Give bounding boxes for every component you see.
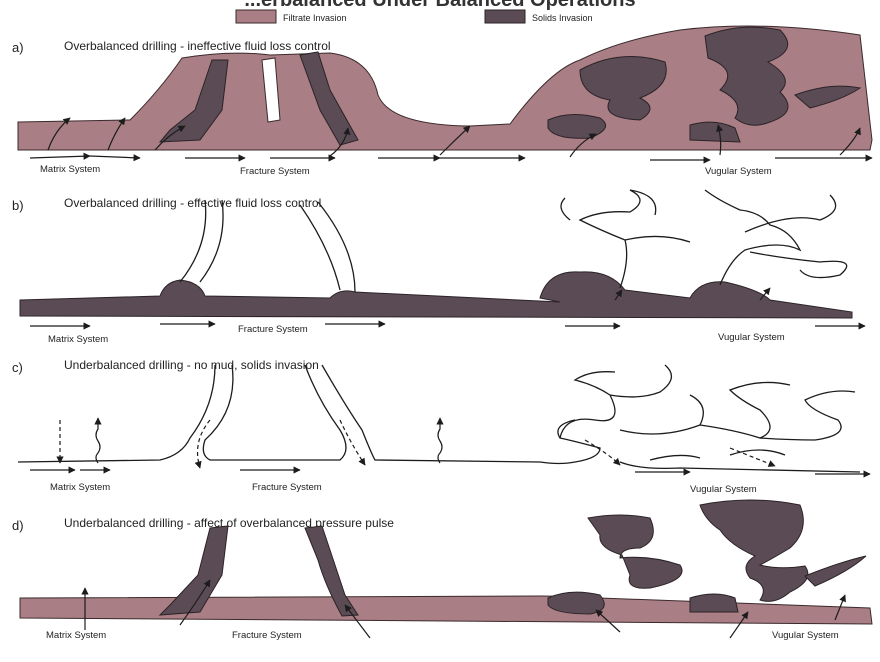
legend-label-filtrate: Filtrate Invasion — [283, 13, 347, 23]
panel-b: b) Overbalanced drilling - effective flu… — [12, 190, 865, 345]
panel-c: c) Underbalanced drilling - no mud, soli… — [12, 358, 870, 495]
diagram-title: ...erbalanced Under Balanced Operations — [244, 0, 635, 11]
panel-b-caption: Overbalanced drilling - effective fluid … — [64, 196, 321, 210]
panel-a-fracture-label: Fracture System — [240, 166, 310, 177]
panel-a-matrix-label: Matrix System — [40, 164, 100, 175]
legend-swatch-filtrate — [236, 10, 276, 23]
panel-b-vugular-label: Vugular System — [718, 332, 785, 343]
panel-c-label: c) — [12, 360, 23, 375]
panel-d-label: d) — [12, 518, 24, 533]
legend-swatch-solids — [485, 10, 525, 23]
panel-a-arrow-1 — [30, 156, 90, 158]
panel-d-vugular-label: Vugular System — [772, 630, 839, 641]
panel-d-caption: Underbalanced drilling - affect of overb… — [64, 516, 394, 530]
panel-d-solids-vug-2 — [588, 515, 682, 588]
panel-d-matrix-label: Matrix System — [46, 630, 106, 641]
panel-a-arrow-2 — [90, 156, 140, 158]
panel-d-filtrate-band — [20, 596, 872, 624]
legend-label-solids: Solids Invasion — [532, 13, 593, 23]
panel-b-fracture-label: Fracture System — [238, 324, 308, 335]
panel-a-vugular-label: Vugular System — [705, 166, 772, 177]
legend: Filtrate Invasion Solids Invasion — [236, 10, 593, 23]
panel-d-solids-vug-5 — [805, 556, 866, 586]
panel-a-label: a) — [12, 40, 24, 55]
panel-c-vug-network — [560, 365, 855, 460]
panel-c-matrix-label: Matrix System — [50, 482, 110, 493]
panel-c-borehole-wall — [18, 365, 860, 472]
panel-c-wavy-arrow-1 — [96, 418, 100, 463]
panel-c-vugular-label: Vugular System — [690, 484, 757, 495]
panel-d-solids-vug-4 — [690, 594, 738, 612]
panel-c-caption: Underbalanced drilling - no mud, solids … — [64, 358, 319, 372]
panel-b-vug-network — [561, 190, 847, 288]
panel-a-solids-vug-1 — [548, 114, 606, 138]
panel-d-fracture-label: Fracture System — [232, 630, 302, 641]
panel-d-solids-vug-1 — [548, 592, 604, 614]
panel-d-solids-vug-3 — [700, 500, 808, 601]
panel-b-filtercake-band — [20, 272, 852, 318]
panel-b-fracture-right — [300, 202, 355, 292]
panel-b-matrix-label: Matrix System — [48, 334, 108, 345]
panel-a: a) Overbalanced drilling - ineffective f… — [12, 26, 872, 177]
panel-b-fracture-left — [180, 200, 223, 282]
panel-c-fracture-label: Fracture System — [252, 482, 322, 493]
panel-c-wavy-arrow-2 — [438, 418, 442, 463]
panel-b-label: b) — [12, 198, 24, 213]
panel-c-dashed-arrow-3 — [340, 420, 365, 465]
panel-a-caption: Overbalanced drilling - ineffective flui… — [64, 39, 331, 53]
panel-d: d) Underbalanced drilling - affect of ov… — [12, 500, 872, 641]
panel-c-dashed-arrow-4 — [585, 440, 620, 465]
